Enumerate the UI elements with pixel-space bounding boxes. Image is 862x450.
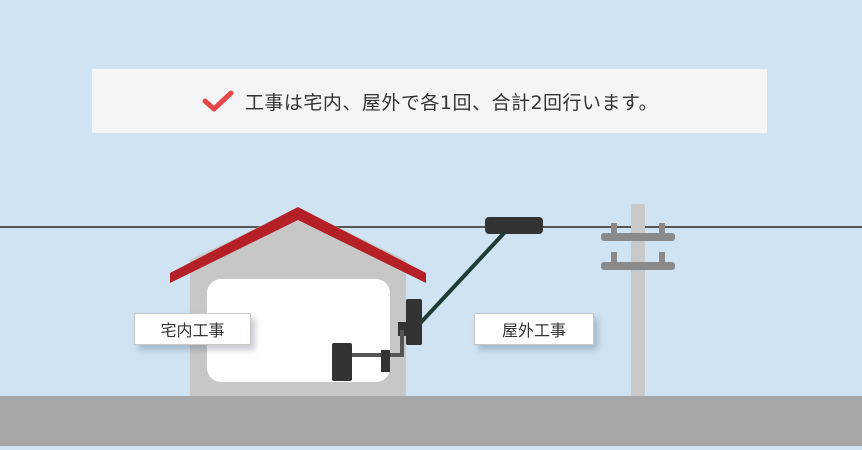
wall-terminal-base — [398, 322, 408, 336]
banner-text: 工事は宅内、屋外で各1回、合計2回行います。 — [244, 91, 659, 114]
cable-closure — [485, 217, 543, 234]
ground — [0, 396, 862, 446]
drop-cable — [410, 230, 507, 334]
indoor-device — [332, 343, 352, 381]
utility-pole — [601, 204, 675, 396]
indoor-work-label: 宅内工事 — [134, 313, 251, 345]
outdoor-work-label: 屋外工事 — [474, 313, 594, 345]
info-banner: 工事は宅内、屋外で各1回、合計2回行います。 — [92, 69, 767, 133]
wall-terminal — [406, 299, 422, 345]
indoor-cable — [350, 330, 404, 357]
indoor-connector — [381, 350, 390, 372]
checkmark-icon — [202, 90, 234, 112]
